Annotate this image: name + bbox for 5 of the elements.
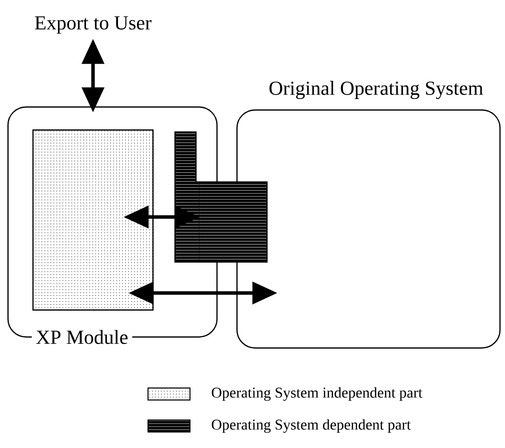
dotted-block: [32, 129, 154, 311]
label-text: Export to User: [34, 16, 152, 34]
legend-text: Operating System independent part: [212, 387, 422, 401]
legend-text: Operating System dependent part: [212, 419, 411, 433]
node-label: Original Operating System: [269, 80, 484, 100]
